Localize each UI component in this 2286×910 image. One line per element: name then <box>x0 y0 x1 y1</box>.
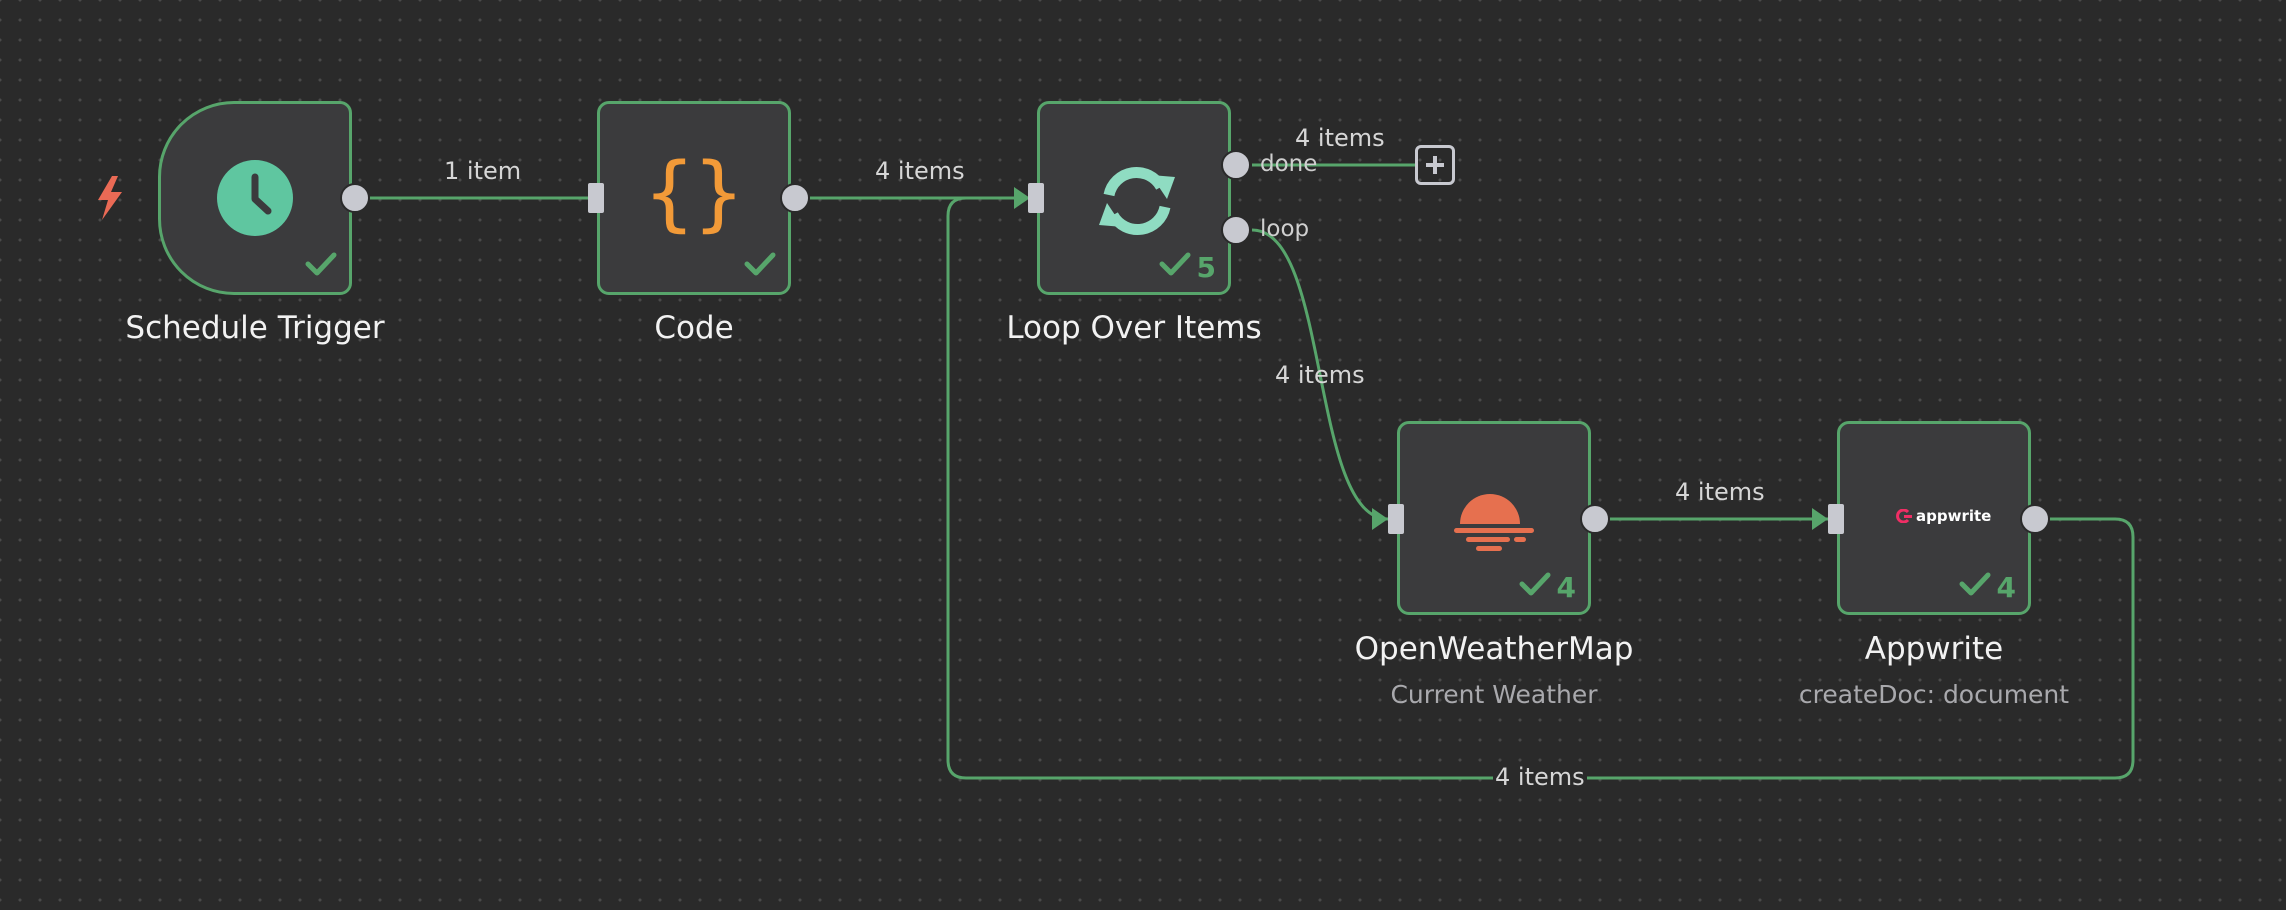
node-title-code: Code <box>654 310 734 346</box>
add-node-button[interactable] <box>1415 145 1455 185</box>
input-port[interactable] <box>588 183 604 213</box>
success-indicator <box>744 251 776 284</box>
braces-icon: {} <box>644 146 744 241</box>
run-count: 4 <box>1996 571 2016 604</box>
node-title-schedule-trigger: Schedule Trigger <box>125 310 385 346</box>
success-indicator <box>305 251 337 284</box>
output-label-loop: loop <box>1260 216 1310 242</box>
input-port[interactable] <box>1388 504 1404 534</box>
appwrite-logo: appwrite <box>1896 507 1991 525</box>
success-indicator: 4 <box>1519 571 1576 604</box>
input-port[interactable] <box>1028 183 1044 213</box>
edge-arrowhead <box>1014 187 1030 209</box>
node-title-loop-over-items: Loop Over Items <box>1006 310 1262 346</box>
output-port-done[interactable] <box>1221 150 1251 180</box>
node-title-appwrite: Appwrite <box>1864 631 2004 667</box>
edge-label-weather-to-appwrite: 4 items <box>1675 478 1765 506</box>
refresh-icon <box>1095 159 1179 247</box>
output-port[interactable] <box>780 183 810 213</box>
edge-loop-to-weather <box>1251 228 1389 521</box>
success-indicator: 4 <box>1959 571 2016 604</box>
node-subtitle-appwrite: createDoc: document <box>1798 680 2070 709</box>
node-subtitle-openweathermap: Current Weather <box>1390 680 1598 709</box>
output-port[interactable] <box>1580 504 1610 534</box>
input-port[interactable] <box>1828 504 1844 534</box>
plus-icon <box>1424 148 1446 182</box>
output-port[interactable] <box>2020 504 2050 534</box>
node-loop-over-items[interactable]: 5 <box>1037 101 1231 295</box>
node-schedule-trigger[interactable] <box>158 101 352 295</box>
checkmark-icon <box>1159 251 1191 284</box>
lightning-icon <box>92 174 126 226</box>
run-count: 5 <box>1196 251 1216 284</box>
sunset-icon <box>1452 486 1536 556</box>
node-openweathermap[interactable]: 4 <box>1397 421 1591 615</box>
node-title-openweathermap: OpenWeatherMap <box>1354 631 1634 667</box>
edge-label-loop-to-weather: 4 items <box>1275 361 1365 389</box>
clock-icon <box>216 159 294 241</box>
edge-label-code-to-loop: 4 items <box>875 157 965 185</box>
edge-label-loop-done: 4 items <box>1295 124 1385 152</box>
appwrite-logo-text: appwrite <box>1916 507 1992 525</box>
checkmark-icon <box>305 251 337 284</box>
edge-label-schedule-to-code: 1 item <box>444 157 522 185</box>
checkmark-icon <box>1519 571 1551 604</box>
output-label-done: done <box>1260 151 1318 177</box>
checkmark-icon <box>744 251 776 284</box>
run-count: 4 <box>1556 571 1576 604</box>
output-port-loop[interactable] <box>1221 215 1251 245</box>
success-indicator: 5 <box>1159 251 1216 284</box>
node-code[interactable]: {} <box>597 101 791 295</box>
edge-arrowhead <box>1372 508 1388 530</box>
edge-label-appwrite-to-loop: 4 items <box>1493 763 1587 791</box>
edge-arrowhead <box>1812 508 1828 530</box>
checkmark-icon <box>1959 571 1991 604</box>
output-port[interactable] <box>340 183 370 213</box>
node-appwrite[interactable]: appwrite 4 <box>1837 421 2031 615</box>
